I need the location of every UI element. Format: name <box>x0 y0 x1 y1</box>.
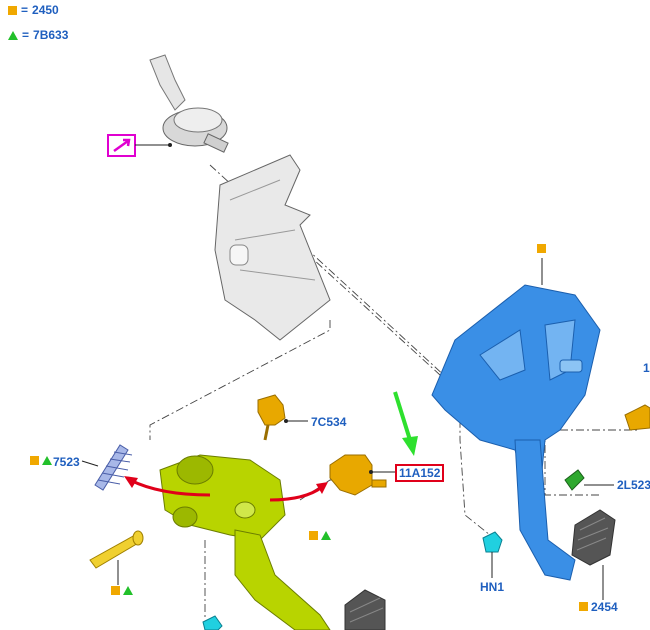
callout-hn1[interactable]: HN1 <box>480 580 505 594</box>
legend-row-square: = 2450 <box>8 2 59 18</box>
pad-marker <box>579 602 588 611</box>
motion-arrows <box>129 478 323 502</box>
right-edge-connector <box>624 404 650 431</box>
callout-2l523[interactable]: 2L523 <box>617 478 650 492</box>
green-triangle-icon <box>321 531 331 540</box>
pedal-marker <box>309 531 331 540</box>
callout-7523[interactable]: 7523 <box>53 455 80 469</box>
brake-booster <box>149 54 229 153</box>
bracket-marker <box>537 244 546 253</box>
spring-marker <box>30 456 52 465</box>
pedal-position-sensor <box>257 394 308 441</box>
legend-equals: = <box>21 3 29 17</box>
orange-square-icon <box>537 244 546 253</box>
legend-code-triangle: 7B633 <box>33 28 69 42</box>
return-spring <box>81 444 133 491</box>
orange-square-icon <box>309 531 318 540</box>
pin-marker <box>111 586 133 595</box>
legend-equals: = <box>22 28 30 42</box>
legend-code-square: 2450 <box>32 3 59 17</box>
callout-2454[interactable]: 2454 <box>591 600 618 614</box>
green-triangle-icon <box>8 30 18 40</box>
green-triangle-icon <box>123 586 133 595</box>
brake-switch <box>329 454 396 496</box>
bolt-2l523 <box>564 469 614 491</box>
orange-square-icon <box>111 586 120 595</box>
brake-pedal-bracket <box>431 258 601 581</box>
orange-square-icon <box>8 5 17 15</box>
orange-square-icon <box>579 602 588 611</box>
green-triangle-icon <box>42 456 52 465</box>
pivot-pin <box>89 530 144 585</box>
clutch-pedal-pad <box>344 589 386 630</box>
dash-panel <box>214 154 331 341</box>
callout-11a152[interactable]: 11A152 <box>395 464 445 482</box>
clip-hn1 <box>482 531 503 578</box>
callout-edge-1[interactable]: 1 <box>643 361 650 375</box>
green-pointer-arrow <box>393 391 418 456</box>
clip-bottom <box>202 615 223 630</box>
brake-pedal-pad <box>571 509 616 600</box>
orange-square-icon <box>30 456 39 465</box>
view-direction-indicator <box>107 134 172 157</box>
callout-7c534[interactable]: 7C534 <box>311 415 347 429</box>
legend-row-triangle: = 7B633 <box>8 27 68 43</box>
clutch-pedal-assembly <box>159 454 331 630</box>
